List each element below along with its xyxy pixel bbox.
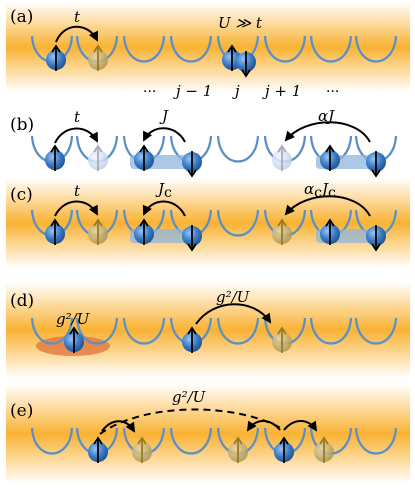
atom-particle — [134, 218, 154, 245]
hop-arrow-e-right — [283, 420, 318, 432]
dashed-exchange-label: g²/U — [172, 388, 207, 406]
hop-arrow-alphaJ-b — [284, 121, 371, 143]
panel-d: (d) g²/U g²/U — [6, 282, 410, 378]
hop-label-t-b: t — [74, 108, 81, 126]
hop-label-t-c: t — [74, 182, 81, 200]
panel-b: (b) t J αJ — [10, 107, 398, 163]
atom-particle — [236, 51, 256, 78]
atom-particle — [182, 151, 202, 178]
hop-arrow-e-left — [101, 420, 136, 433]
hop-arrow-Jc-c — [142, 200, 186, 217]
panel-label-b: (b) — [10, 115, 34, 135]
potential-well — [354, 427, 398, 455]
atom-particle — [274, 436, 294, 463]
hop-arrow-e-mid — [246, 420, 281, 432]
particles-layer — [45, 44, 386, 463]
potential-well — [122, 35, 166, 63]
hop-label-t-a: t — [74, 8, 81, 26]
site-label-j: j — [232, 82, 240, 100]
atom-particle — [366, 151, 386, 178]
coupling-label-left-d: g²/U — [56, 310, 91, 328]
potential-well — [122, 317, 166, 345]
atom-particle — [272, 218, 292, 245]
atom-particle — [88, 436, 108, 463]
potential-well — [216, 317, 260, 345]
site-label-dots-right: ··· — [326, 84, 339, 100]
potential-well — [169, 427, 213, 455]
potential-well — [216, 135, 260, 163]
panel-label-a: (a) — [10, 7, 33, 27]
atom-particle — [132, 436, 152, 463]
hop-arrow-J-b — [143, 127, 186, 143]
atom-particle — [45, 144, 65, 171]
site-label-j-minus-1: j − 1 — [173, 82, 212, 100]
atom-particle — [320, 218, 340, 245]
potential-well — [30, 317, 74, 345]
potential-well — [75, 317, 119, 345]
panel-e: (e) g²/U — [6, 384, 410, 484]
potential-well — [263, 35, 307, 63]
site-label-j-plus-1: j + 1 — [262, 82, 301, 100]
band-e — [6, 384, 410, 484]
atom-particle — [182, 225, 202, 252]
potential-well — [354, 35, 398, 63]
atom-particle — [45, 218, 65, 245]
atom-particle — [366, 225, 386, 252]
hop-label-alphaJ-b: αJ — [318, 107, 335, 125]
potential-well — [30, 427, 74, 455]
site-label-dots-left: ··· — [143, 84, 156, 100]
panel-label-d: (d) — [10, 291, 34, 311]
hop-label-J-b: J — [159, 107, 169, 125]
hop-label-long-d: g²/U — [216, 288, 251, 306]
atom-particle — [88, 218, 108, 245]
atom-particle — [88, 144, 108, 171]
potential-well — [309, 317, 353, 345]
hop-arrow-t-b — [54, 127, 98, 144]
atom-particle — [228, 436, 248, 463]
panel-c: (c) t Jc αcJc — [6, 178, 410, 268]
hop-arrow-a — [55, 25, 98, 43]
panel-label-e: (e) — [10, 401, 33, 421]
hop-arrow-t-c — [54, 200, 98, 217]
atom-particle — [134, 144, 154, 171]
atom-particle — [272, 326, 292, 353]
hop-arrow-alphaJc-c — [284, 195, 371, 217]
atom-particle — [64, 326, 84, 353]
atom-particle — [314, 436, 334, 463]
atom-particle — [46, 44, 66, 71]
potential-well — [354, 317, 398, 345]
panel-a: (a) t U ≫ t ··· j − 1 j j + 1 ··· — [6, 2, 410, 100]
atom-particle — [182, 326, 202, 353]
potential-well — [169, 35, 213, 63]
hop-label-alphaJc-c: αcJc — [304, 180, 336, 201]
panel-label-c: (c) — [10, 185, 33, 205]
atom-particle — [320, 144, 340, 171]
potential-well — [216, 209, 260, 237]
onsite-interaction-label: U ≫ t — [218, 14, 263, 32]
hop-label-Jc-c: Jc — [155, 180, 172, 201]
potential-well — [309, 35, 353, 63]
atom-particle — [88, 44, 108, 71]
hop-arrow-long-d — [195, 303, 272, 325]
atom-particle — [272, 144, 292, 171]
